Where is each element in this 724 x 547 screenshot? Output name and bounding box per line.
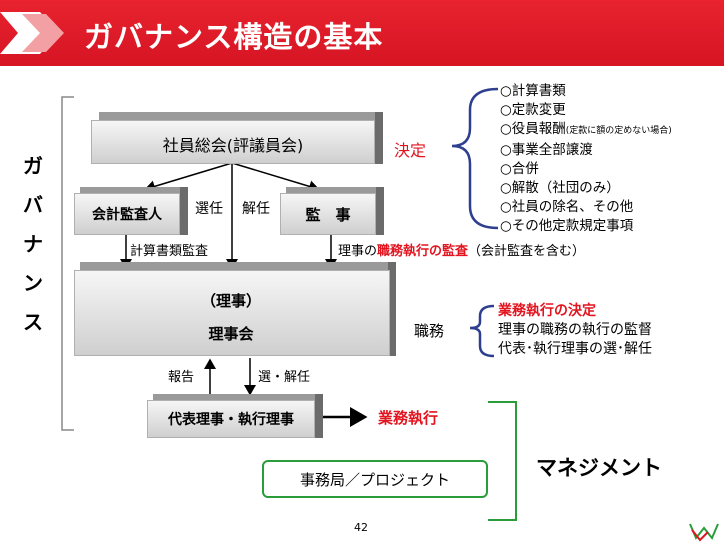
appoint-dismiss-label: 選・解任 bbox=[258, 370, 311, 385]
title-bar bbox=[0, 0, 724, 66]
list-item: ○合併 bbox=[500, 161, 539, 177]
governance-char: ナ bbox=[23, 232, 43, 256]
list-item: ○解散（社団のみ） bbox=[500, 180, 620, 196]
page-title: ガバナンス構造の基本 bbox=[84, 20, 384, 54]
representative-director-label: 代表理事・執行理事 bbox=[168, 412, 294, 428]
director-audit-label: 理事の職務執行の監査（会計監査を含む） bbox=[338, 240, 585, 259]
governance-char: ス bbox=[23, 310, 43, 334]
list-item: ○事業全部譲渡 bbox=[500, 142, 593, 158]
page-number: 42 bbox=[354, 521, 368, 534]
dismiss-label: 解任 bbox=[242, 201, 270, 217]
general-meeting-label: 社員総会(評議員会) bbox=[162, 136, 304, 155]
general-meeting-box: 社員総会(評議員会) bbox=[91, 112, 383, 164]
list-item: ○定款変更 bbox=[500, 102, 566, 118]
governance-label: ガ バ ナ ン ス bbox=[18, 150, 48, 345]
governance-char: バ bbox=[23, 193, 43, 217]
board-box bbox=[74, 262, 396, 356]
management-label: マネジメント bbox=[536, 456, 662, 480]
director-audit-red: 職務執行の監査 bbox=[377, 244, 469, 259]
list-item: 代表･執行理事の選･解任 bbox=[498, 341, 652, 357]
decision-label: 決定 bbox=[394, 141, 427, 160]
list-item: ○社員の除名、その他 bbox=[500, 199, 634, 215]
governance-char: ン bbox=[23, 271, 43, 295]
board-director-label: （理事） bbox=[200, 292, 261, 310]
report-label: 報告 bbox=[168, 370, 195, 385]
governance-char: ガ bbox=[23, 154, 43, 178]
list-item: 理事の職務の執行の監督 bbox=[498, 322, 652, 338]
list-item: ○その他定款規定事項 bbox=[500, 218, 634, 234]
logo-icon bbox=[689, 523, 719, 542]
decision-list: ○計算書類 ○定款変更 ○役員報酬(定款に額の定めない場合) ○事業全部譲渡 ○… bbox=[500, 82, 672, 236]
audit-docs-label: 計算書類監査 bbox=[130, 244, 209, 259]
secretariat-box bbox=[262, 460, 488, 498]
list-item: ○役員報酬(定款に額の定めない場合) bbox=[500, 121, 672, 137]
director-audit-prefix: 理事の bbox=[338, 244, 378, 259]
duties-list: 業務執行の決定 理事の職務の執行の監督 代表･執行理事の選･解任 bbox=[498, 302, 652, 359]
representative-director-box: 代表理事・執行理事 bbox=[147, 394, 323, 438]
director-audit-suffix: （会計監査を含む） bbox=[468, 244, 586, 259]
board-meeting-label: 理事会 bbox=[208, 325, 254, 343]
appoint-label: 選任 bbox=[195, 201, 223, 217]
accounting-auditor-label: 会計監査人 bbox=[92, 207, 162, 223]
duties-item-decision: 業務執行の決定 bbox=[498, 303, 596, 319]
duties-label: 職務 bbox=[414, 322, 445, 340]
auditor-box: 監 事 bbox=[280, 187, 384, 235]
auditor-label: 監 事 bbox=[305, 206, 351, 224]
chevron-decoration-icon bbox=[0, 12, 64, 54]
accounting-auditor-box: 会計監査人 bbox=[74, 187, 188, 235]
secretariat-label: 事務局／プロジェクト bbox=[299, 471, 450, 489]
execution-label: 業務執行 bbox=[378, 409, 439, 427]
list-item: ○計算書類 bbox=[500, 83, 566, 99]
